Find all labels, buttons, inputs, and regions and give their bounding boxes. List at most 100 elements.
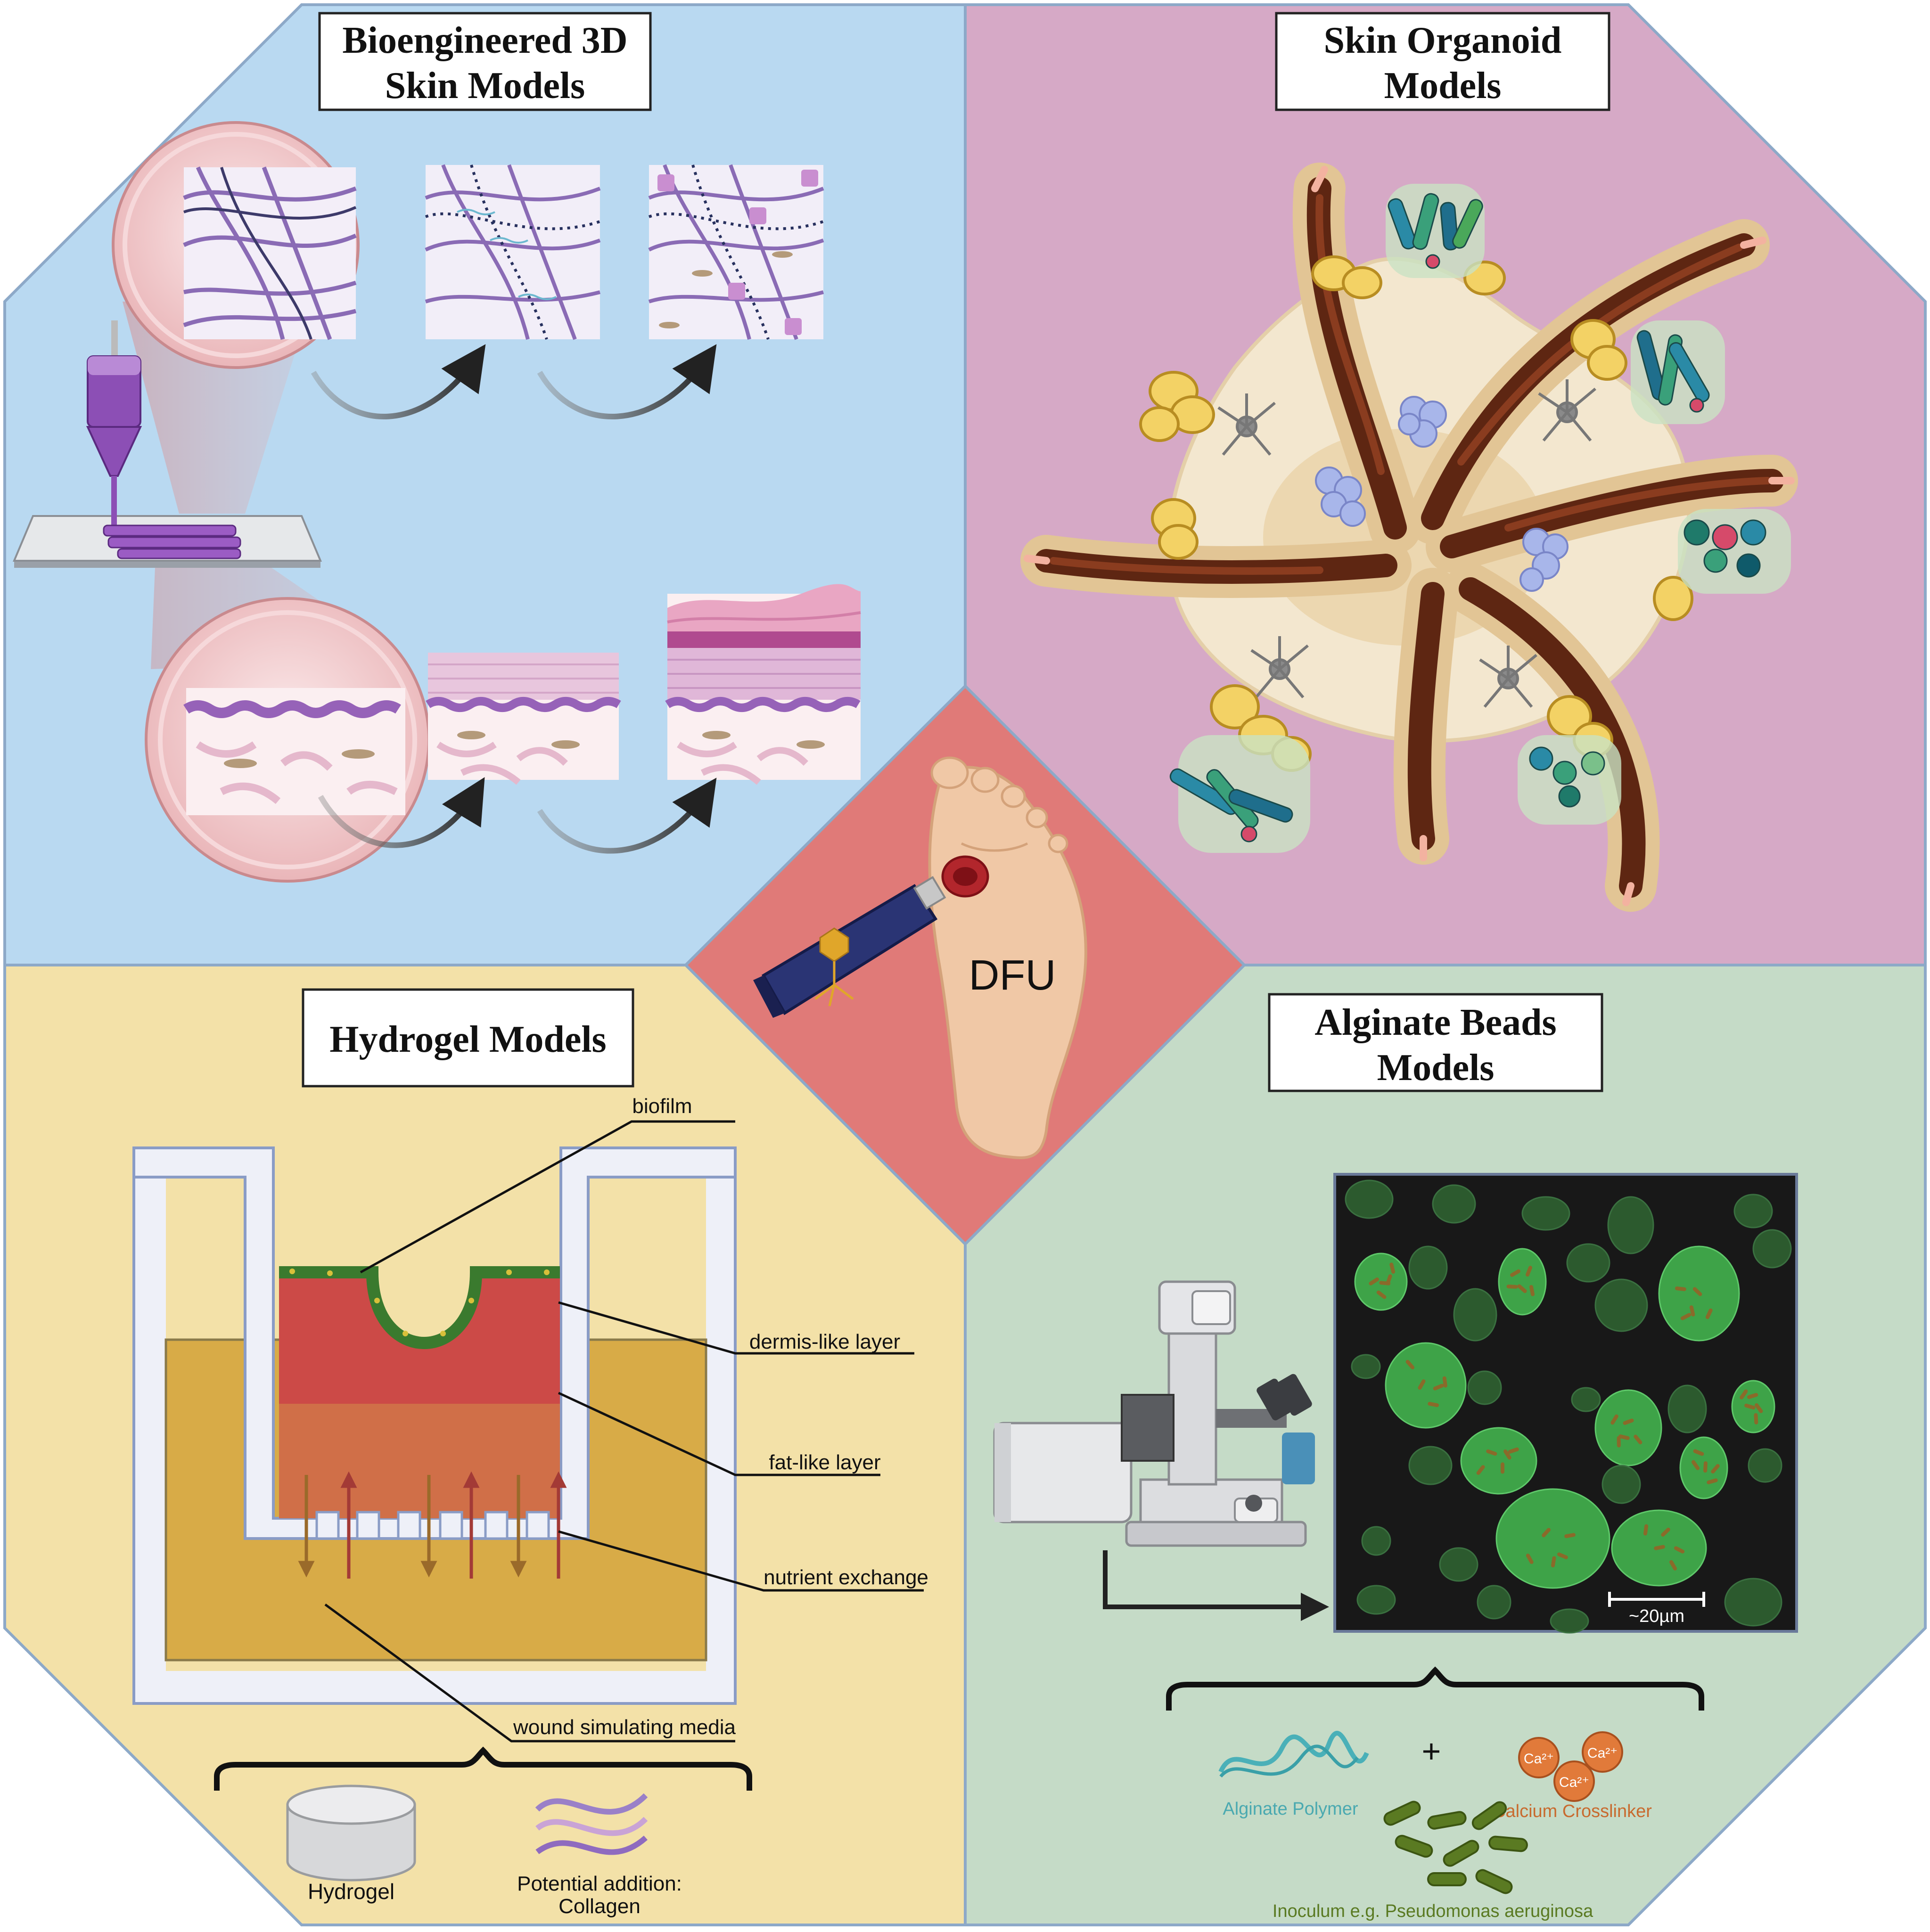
bead-bacterium	[1661, 1527, 1670, 1537]
fat-like-layer-block	[279, 1404, 560, 1518]
bead-bacterium	[1369, 1277, 1379, 1285]
bead-bacterium	[1610, 1414, 1618, 1425]
hair-follicles	[1020, 163, 1798, 912]
alginate-bead	[1748, 1448, 1782, 1483]
bead-bacterium	[1526, 1554, 1534, 1564]
alginate-bead	[1495, 1488, 1610, 1589]
label-alginate-polymer: Alginate Polymer	[1223, 1799, 1358, 1819]
alginate-bead	[1460, 1427, 1537, 1495]
alginate-bead	[1733, 1194, 1773, 1228]
skin-tile-2	[665, 584, 861, 785]
ca-ion-1: Ca²⁺	[1524, 1751, 1554, 1767]
bioengineered-title-line2: Skin Models	[385, 65, 585, 106]
hydrogel-disk-icon	[286, 1785, 416, 1882]
organoid-title-line1: Skin Organoid	[1324, 20, 1562, 61]
bioengineered-panel: Bioengineered 3D Skin Models	[12, 12, 861, 883]
bead-bacterium	[1503, 1449, 1511, 1460]
alginate-bead	[1453, 1288, 1497, 1342]
bead-bacterium	[1618, 1434, 1630, 1440]
center-dfu: DFU	[753, 756, 1087, 1159]
bead-bacterium	[1680, 1313, 1692, 1320]
label-biofilm: biofilm	[632, 1095, 692, 1118]
alginate-bead	[1467, 1370, 1502, 1405]
bead-bacterium	[1476, 1465, 1485, 1475]
bead-bacterium	[1405, 1359, 1415, 1369]
bead-bacterium	[1418, 1379, 1426, 1390]
bead-bacterium	[1433, 1384, 1444, 1391]
alginate-bead	[1521, 1196, 1570, 1231]
dfu-label: DFU	[969, 952, 1056, 999]
alginate-bead	[1752, 1229, 1792, 1269]
alginate-bead	[1432, 1184, 1476, 1224]
bead-bacterium	[1551, 1556, 1556, 1568]
bead-bacterium	[1744, 1403, 1756, 1410]
bead-bacterium	[1689, 1305, 1695, 1317]
label-calcium-crosslinker: Calcium Crosslinker	[1493, 1801, 1652, 1821]
bioengineered-title-box	[318, 12, 652, 111]
calcium-ions-icon: Ca²⁺ Ca²⁺ Ca²⁺	[1518, 1731, 1623, 1802]
bead-bacterium	[1754, 1403, 1763, 1413]
alginate-bead	[1667, 1384, 1707, 1433]
bioprinter-icon	[12, 320, 322, 568]
label-inoculum: Inoculum e.g. Pseudomonas aeruginosa	[1273, 1901, 1593, 1921]
bead-bacterium	[1669, 1560, 1677, 1571]
ca-ion-3: Ca²⁺	[1559, 1775, 1589, 1790]
bead-bacterium	[1675, 1286, 1686, 1291]
hydrogel-callouts	[324, 1120, 924, 1743]
bead-bacterium	[1526, 1266, 1532, 1277]
bead-bacterium	[1486, 1449, 1497, 1456]
bead-bacterium	[1442, 1376, 1447, 1388]
scaffold-tile-2	[648, 164, 824, 340]
transwell-well	[132, 1146, 737, 1705]
melanocytes	[1217, 379, 1596, 708]
organoid-body	[1020, 163, 1798, 912]
organoid-panel: Skin Organoid Models	[1020, 12, 1798, 912]
bead-bacterium	[1747, 1393, 1758, 1399]
bead-bacterium	[1617, 1436, 1621, 1448]
alginate-bead	[1439, 1547, 1478, 1582]
microscope-arrow	[1103, 1550, 1329, 1621]
alginate-bead	[1607, 1196, 1654, 1254]
confocal-image: ~20µm	[1333, 1173, 1798, 1634]
bead-bacterium	[1564, 1533, 1576, 1539]
panel-bioengineered-bg	[3, 3, 967, 966]
confocal-microscope-icon	[993, 1280, 1315, 1547]
alginate-bead	[1408, 1446, 1453, 1485]
hydrogel-panel: Hydrogel Models	[132, 988, 928, 1918]
bead-bacterium	[1529, 1285, 1535, 1296]
collagen-icon	[535, 1793, 648, 1855]
bead-bacterium	[1506, 1285, 1518, 1289]
bead-bacterium	[1623, 1418, 1634, 1425]
hydrogel-title-box	[302, 988, 634, 1088]
scaffold-tile-1	[425, 164, 601, 340]
bead-bacterium	[1692, 1287, 1702, 1296]
bead-bacterium	[1654, 1545, 1665, 1550]
bead-bacterium	[1501, 1462, 1504, 1474]
upper-magnify-circle	[112, 121, 360, 369]
phage-ointment-tube-icon	[753, 876, 946, 1018]
organoid-title-line2: Models	[1384, 65, 1502, 106]
bead-bacterium	[1705, 1308, 1713, 1319]
hydrogel-title: Hydrogel Models	[329, 1019, 606, 1060]
alginate-panel: Alginate Beads Models ~20µm	[993, 993, 1798, 1921]
bead-bacterium	[1389, 1262, 1396, 1274]
lower-magnify-circle	[145, 597, 430, 883]
bead-bacterium	[1517, 1284, 1527, 1293]
alginate-bead	[1351, 1354, 1381, 1379]
bead-bacterium	[1740, 1389, 1748, 1400]
bead-bacterium	[1693, 1449, 1704, 1456]
alginate-bead	[1601, 1465, 1641, 1504]
alginate-bead	[1571, 1387, 1601, 1412]
alginate-bead	[1477, 1585, 1511, 1620]
bead-bacterium	[1634, 1434, 1643, 1445]
label-collagen-line2: Collagen	[558, 1895, 641, 1918]
alginate-bead	[1594, 1278, 1648, 1332]
bead-bacterium	[1542, 1528, 1551, 1538]
arrow-row1-a	[311, 344, 486, 420]
ca-ion-2: Ca²⁺	[1587, 1745, 1618, 1761]
alginate-bead	[1594, 1389, 1662, 1466]
bead-bacterium	[1703, 1461, 1708, 1473]
bead-bacterium	[1674, 1546, 1685, 1554]
